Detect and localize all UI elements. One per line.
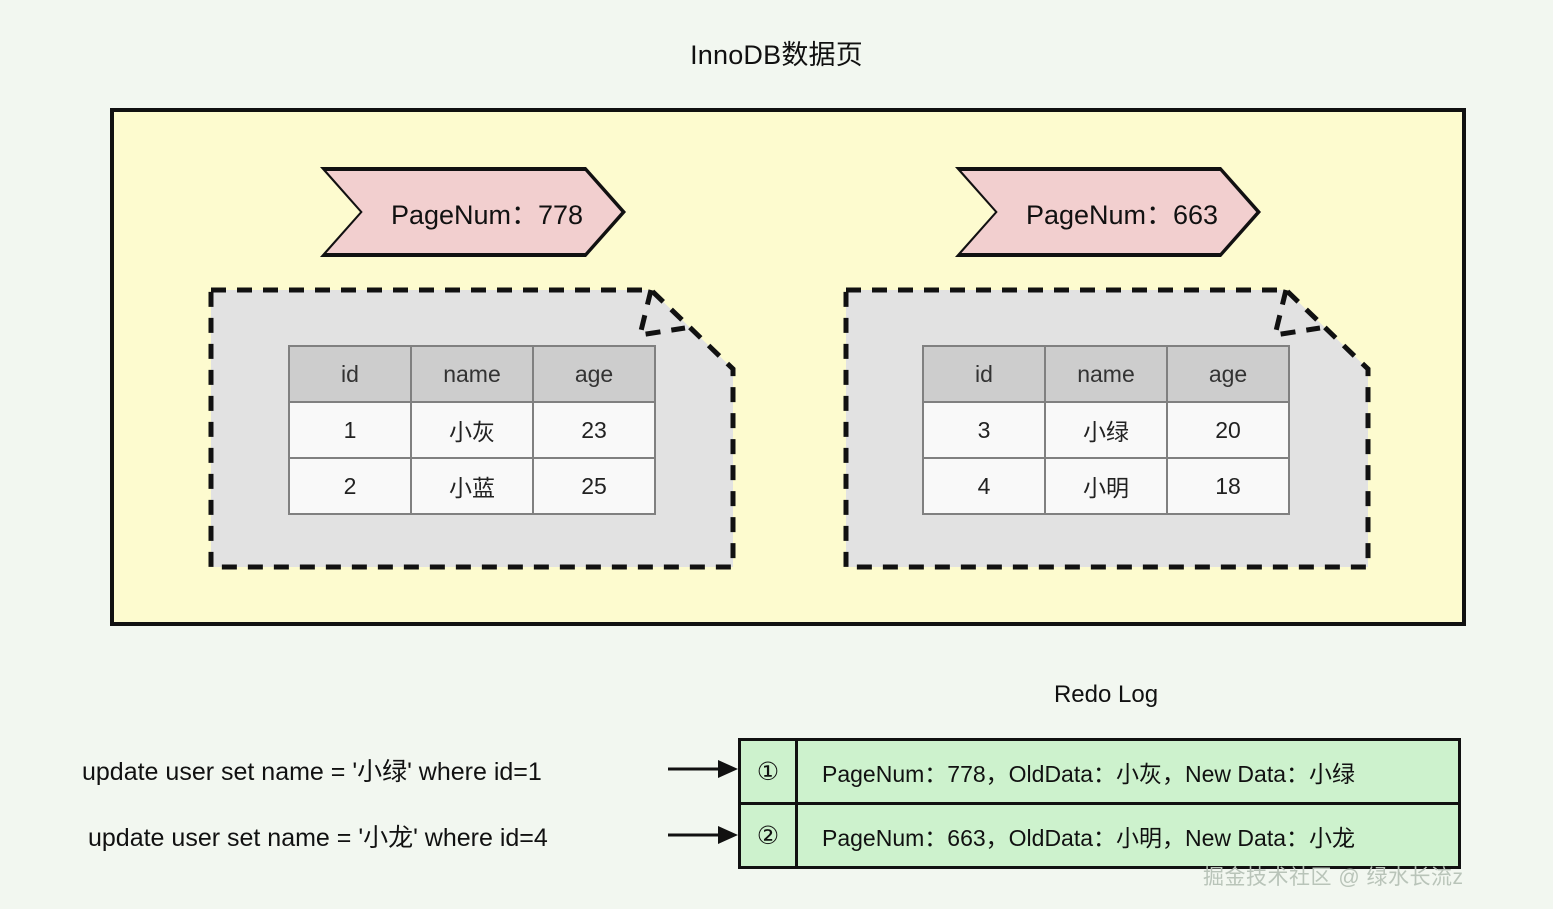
cell-name: 小明 [1044,457,1168,515]
arrow-icon [668,826,738,844]
cell-name: 小绿 [1044,401,1168,459]
cell-age: 23 [532,401,656,459]
sql-statement-2: update user set name = '小龙' where id=4 [88,816,548,856]
pagenum-banner-label: PageNum：663 [1025,199,1219,230]
redo-log-row: ① PageNum：778，OldData：小灰，New Data：小绿 [738,738,1461,805]
pagenum-banner-778: PageNum：778 [320,167,626,257]
sql-statement-1: update user set name = '小绿' where id=1 [82,750,542,790]
redo-log-entry: PageNum：778，OldData：小灰，New Data：小绿 [795,738,1461,805]
column-header-age: age [1166,345,1290,403]
cell-age: 25 [532,457,656,515]
column-header-name: name [1044,345,1168,403]
cell-name: 小灰 [410,401,534,459]
watermark: 掘金技术社区 @ 绿水长流z [1203,866,1464,889]
cell-id: 4 [922,457,1046,515]
redo-log-sequence: ① [738,738,798,805]
table-row: 3 小绿 20 [922,401,1290,459]
table-row: 4 小明 18 [922,457,1290,515]
arrow-to-redo-entry-1 [668,759,738,779]
table-header-row: id name age [922,345,1290,403]
cell-name: 小蓝 [410,457,534,515]
table-row: 2 小蓝 25 [288,457,656,515]
cell-id: 2 [288,457,412,515]
cell-id: 1 [288,401,412,459]
sql-statement-text: update user set name = '小绿' where id=1 [82,758,542,786]
redo-log-row: ② PageNum：663，OldData：小明，New Data：小龙 [738,802,1461,869]
redo-log-table: ① PageNum：778，OldData：小灰，New Data：小绿 ② P… [738,738,1461,869]
column-header-age: age [532,345,656,403]
cell-age: 18 [1166,457,1290,515]
sql-statement-text: update user set name = '小龙' where id=4 [88,824,548,852]
column-header-name: name [410,345,534,403]
pagenum-banner-label: PageNum：778 [390,199,584,230]
column-header-id: id [922,345,1046,403]
data-table-page-663: id name age 3 小绿 20 4 小明 18 [922,345,1290,515]
arrow-icon [668,760,738,778]
table-header-row: id name age [288,345,656,403]
arrow-to-redo-entry-2 [668,825,738,845]
cell-age: 20 [1166,401,1290,459]
page-title: InnoDB数据页 [690,40,863,70]
table-row: 1 小灰 23 [288,401,656,459]
cell-id: 3 [922,401,1046,459]
redo-log-title: Redo Log [1053,681,1159,708]
data-table-page-778: id name age 1 小灰 23 2 小蓝 25 [288,345,656,515]
column-header-id: id [288,345,412,403]
redo-log-entry: PageNum：663，OldData：小明，New Data：小龙 [795,802,1461,869]
pagenum-banner-663: PageNum：663 [955,167,1261,257]
redo-log-sequence: ② [738,802,798,869]
